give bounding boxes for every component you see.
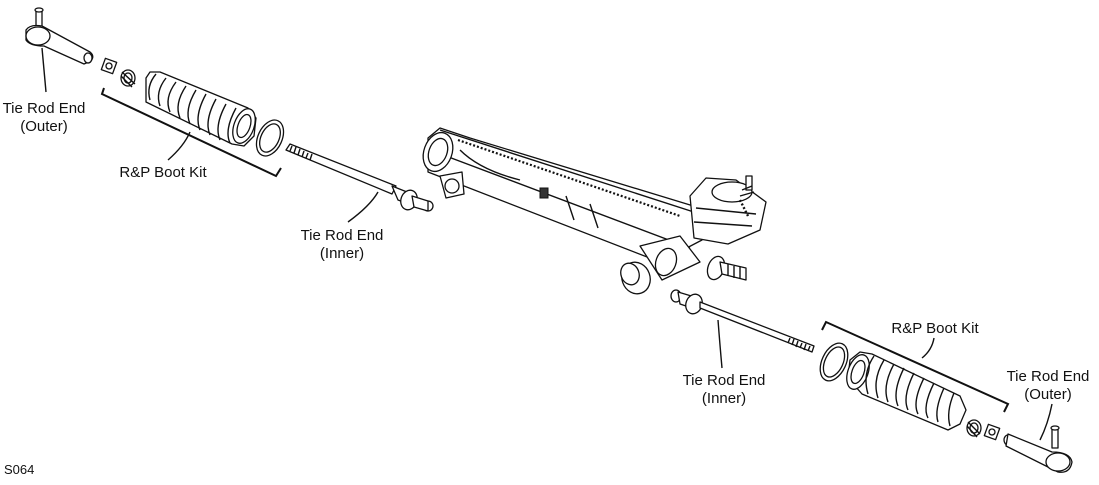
leader-tie-rod-inner-right <box>717 319 723 369</box>
label-tie-rod-end-inner-left: Tie Rod End (Inner) <box>294 227 390 263</box>
tie-rod-end-inner-left <box>285 143 434 212</box>
boot-bellows-right <box>846 351 967 431</box>
boot-kit-bracket-right <box>821 320 1010 413</box>
label-line-1: Tie Rod End <box>2 100 86 117</box>
label-tie-rod-end-outer-right: Tie Rod End (Outer) <box>1000 368 1096 404</box>
tie-rod-end-outer-left <box>25 7 94 65</box>
figure-id: S064 <box>4 462 35 477</box>
leader-tie-rod-inner-left <box>347 191 379 223</box>
boot-clamp-small-left <box>120 69 136 88</box>
boot-clamp-small-right <box>966 419 982 438</box>
jam-nut-right <box>983 423 1001 441</box>
label-line-2: (Outer) <box>20 118 68 135</box>
leader-tie-rod-outer-left <box>41 47 47 93</box>
label-tie-rod-end-outer-left: Tie Rod End (Outer) <box>2 100 86 136</box>
label-rp-boot-kit-right: R&P Boot Kit <box>891 320 979 337</box>
tie-rod-end-inner-right <box>670 289 815 353</box>
label-line-2: (Inner) <box>701 390 747 407</box>
leader-boot-kit-right <box>921 337 935 359</box>
label-line-2: (Inner) <box>319 245 365 262</box>
rack-bushing <box>620 261 651 295</box>
tie-rod-end-outer-right <box>1003 425 1073 473</box>
boot-clamp-large-right <box>819 342 849 382</box>
rack-and-pinion-housing <box>422 127 747 281</box>
boot-bellows-left <box>145 71 257 147</box>
leader-tie-rod-outer-right <box>1039 403 1053 441</box>
pinion-valve-body <box>689 175 767 245</box>
label-line-1: Tie Rod End <box>300 227 384 244</box>
boot-clamp-large-left <box>255 119 285 157</box>
label-line-1: Tie Rod End <box>1006 368 1090 385</box>
jam-nut-left <box>100 57 118 75</box>
leader-boot-kit-left <box>167 131 191 161</box>
label-tie-rod-end-inner-right: Tie Rod End (Inner) <box>676 372 772 408</box>
label-rp-boot-kit-left: R&P Boot Kit <box>119 164 207 181</box>
label-line-2: (Outer) <box>1024 386 1072 403</box>
label-line-1: Tie Rod End <box>682 372 766 389</box>
